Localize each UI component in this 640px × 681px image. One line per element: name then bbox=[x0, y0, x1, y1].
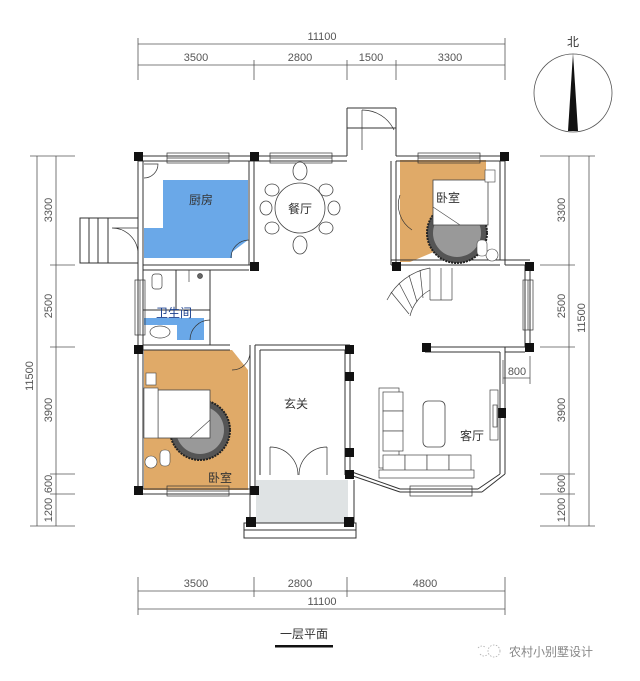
left-dimension-lines bbox=[30, 155, 75, 527]
left-dimension-2: 2500 bbox=[43, 294, 55, 318]
left-dimension-3: 3900 bbox=[43, 398, 55, 422]
room-label-kitchen: 厨房 bbox=[189, 192, 213, 207]
left-total-dimension: 11500 bbox=[24, 361, 36, 391]
top-dimension-1: 3500 bbox=[184, 52, 208, 64]
walls bbox=[79, 107, 531, 539]
room-label-bathroom: 卫生间 bbox=[156, 306, 192, 320]
left-dimension-4: 600 bbox=[43, 475, 55, 493]
room-label-dining: 餐厅 bbox=[288, 201, 312, 216]
room-label-bedroom-ne: 卧室 bbox=[436, 190, 460, 205]
top-total-dimension: 11100 bbox=[308, 31, 337, 43]
top-dimension-2: 2800 bbox=[288, 52, 312, 64]
bottom-total-dimension: 11100 bbox=[308, 596, 337, 608]
top-dimension-lines bbox=[137, 38, 506, 80]
bottom-dimension-1: 3500 bbox=[184, 578, 208, 590]
plan-title: 一层平面 bbox=[280, 627, 328, 641]
structural-columns bbox=[134, 152, 534, 527]
bottom-dimension-2: 2800 bbox=[288, 578, 312, 590]
bathroom-fixtures-icon bbox=[149, 270, 203, 339]
porch-area bbox=[256, 480, 348, 523]
room-label-foyer: 玄关 bbox=[284, 396, 308, 411]
bottom-dimension-3: 4800 bbox=[413, 578, 437, 590]
room-label-living: 客厅 bbox=[460, 428, 484, 443]
right-dimension-4: 600 bbox=[556, 475, 568, 493]
north-arrow-icon bbox=[533, 53, 613, 133]
spiral-stairs-icon bbox=[386, 267, 453, 317]
sofa-icon bbox=[378, 387, 475, 479]
right-dimension-3: 3900 bbox=[556, 398, 568, 422]
bay-offset-dimension: 800 bbox=[508, 366, 526, 378]
bed-ne-icon bbox=[426, 169, 499, 264]
left-dimension-5: 1200 bbox=[43, 498, 55, 522]
bottom-dimension-lines bbox=[137, 577, 506, 615]
dining-table-icon bbox=[259, 161, 341, 255]
right-dimension-lines bbox=[502, 155, 595, 527]
coffee-table-icon bbox=[422, 400, 446, 448]
right-dimension-5: 1200 bbox=[556, 498, 568, 522]
room-label-bedroom-sw: 卧室 bbox=[208, 470, 232, 485]
tv-cabinet-icon bbox=[489, 389, 499, 441]
right-dimension-1: 3300 bbox=[556, 198, 568, 222]
bed-sw-icon bbox=[143, 372, 231, 469]
title-underline bbox=[275, 645, 333, 648]
watermark-text: 农村小别墅设计 bbox=[509, 645, 593, 659]
top-dimension-4: 3300 bbox=[438, 52, 462, 64]
right-total-dimension: 11500 bbox=[576, 303, 588, 333]
doors bbox=[111, 109, 413, 476]
north-label: 北 bbox=[567, 35, 579, 49]
right-dimension-2: 2500 bbox=[556, 294, 568, 318]
watermark-logo-icon bbox=[477, 644, 501, 658]
windows bbox=[134, 152, 534, 497]
top-dimension-3: 1500 bbox=[359, 52, 383, 64]
left-dimension-1: 3300 bbox=[43, 198, 55, 222]
kitchen-area bbox=[144, 180, 248, 258]
